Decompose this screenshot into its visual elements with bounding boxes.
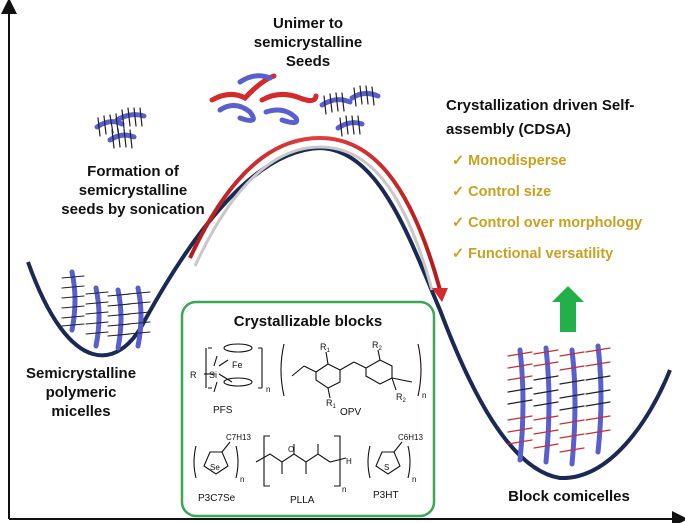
formation-label: Formation of semicrystalline seeds by so… (61, 163, 205, 218)
red-pathway-shadow (193, 145, 434, 291)
unimer-chains (209, 73, 319, 126)
p3ht-structure (367, 441, 411, 479)
red-pathway-arrow (188, 135, 442, 291)
pfs-si: Si (209, 370, 217, 380)
energy-curve (26, 145, 672, 481)
feature-control-size: ✓ Control size (452, 184, 552, 200)
opv-n: n (422, 391, 426, 400)
p3c7se-sidechain: C7H13 (226, 433, 251, 442)
semicrystalline-micelles (61, 269, 151, 351)
opv-label: OPV (340, 407, 361, 418)
p3c7se-structure (193, 441, 239, 479)
pfs-n: n (266, 385, 270, 394)
feature-functional-versatility: ✓ Functional versatility (452, 246, 614, 262)
blocks-box (180, 300, 436, 518)
blocks-box-title: Crystallizable blocks (233, 313, 383, 330)
plla-label: PLLA (290, 495, 315, 506)
p3c7se-n: n (240, 475, 244, 484)
feature-control-morphology: ✓ Control over morphology (452, 215, 643, 231)
pfs-r: R (190, 370, 197, 380)
opv-r1-top: R1 (320, 342, 331, 354)
p3ht-label: P3HT (373, 490, 399, 501)
green-up-arrow (552, 286, 584, 332)
block-comicelles-label: Block comicelles (508, 488, 630, 505)
p3ht-sidechain: C6H13 (398, 433, 423, 442)
plla-o: O (288, 445, 294, 454)
p3c7se-label: P3C7Se (198, 493, 236, 504)
opv-r2-top: R2 (372, 340, 383, 352)
feature-monodisperse: ✓ Monodisperse (452, 153, 567, 169)
opv-r1-bottom: R1 (326, 398, 337, 410)
p3ht-n: n (412, 475, 416, 484)
unimer-label: Unimer to semicrystalline Seeds (253, 15, 363, 70)
opv-structure (280, 343, 422, 399)
p3ht-s: S (384, 463, 389, 472)
pfs-structure (204, 343, 263, 393)
sonication-seeds (94, 107, 147, 149)
top-seeds (319, 85, 381, 137)
plla-n: n (342, 485, 346, 494)
block-comicelles (507, 343, 611, 467)
pfs-label: PFS (213, 405, 233, 416)
pfs-fe: Fe (232, 360, 243, 370)
red-arrowhead (432, 288, 448, 302)
cdsa-title: Crystallization driven Self- assembly (C… (446, 97, 635, 138)
p3c7se-se: Se (210, 463, 220, 472)
opv-r2-bottom: R2 (396, 392, 407, 404)
plla-structure (255, 435, 347, 487)
plla-h: H (346, 457, 352, 466)
semicrystalline-micelles-label: Semicrystalline polymeric micelles (25, 365, 137, 420)
